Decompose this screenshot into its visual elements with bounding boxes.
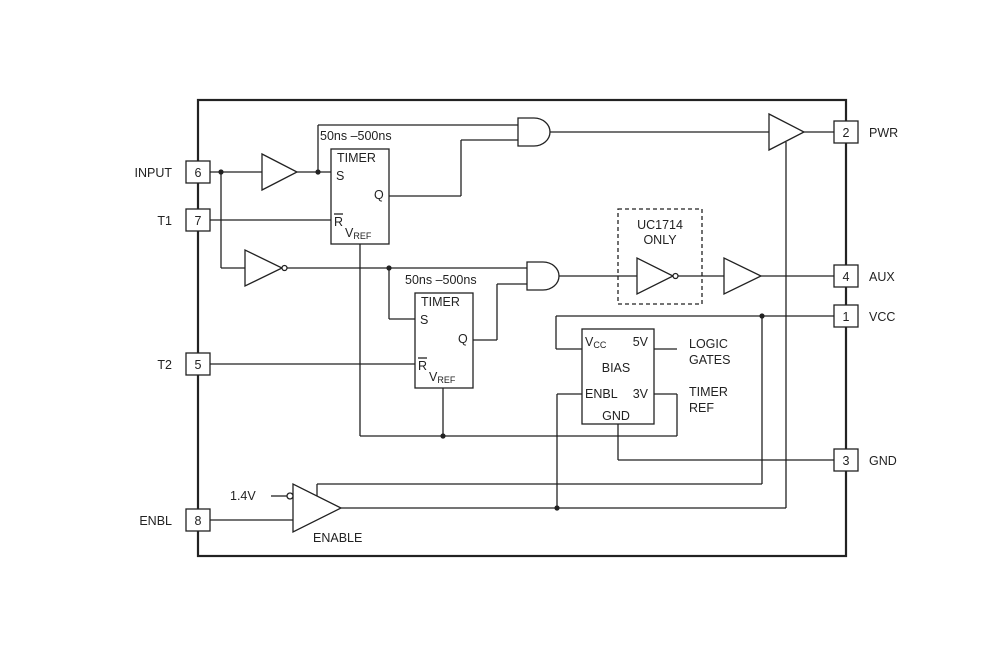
junction-dots	[218, 169, 765, 511]
logic-gates-label-1: LOGIC	[689, 337, 728, 351]
pwr-driver	[768, 112, 806, 152]
pin-vcc: 1 VCC	[833, 304, 895, 328]
timer-title: TIMER	[421, 295, 460, 309]
wires	[210, 124, 834, 521]
bias-block: VCC 5V BIAS ENBL 3V GND	[581, 328, 655, 425]
bias-vcc-label: VCC	[585, 335, 607, 350]
timer-q-output: Q	[458, 332, 468, 346]
pin-enbl: 8 ENBL	[139, 508, 211, 532]
pin-number: 6	[195, 166, 202, 180]
timer-s-input: S	[336, 169, 344, 183]
pin-label: VCC	[869, 310, 895, 324]
bias-enbl-label: ENBL	[585, 387, 618, 401]
pin-t1: 7 T1	[157, 208, 211, 232]
pin-label: GND	[869, 454, 897, 468]
junction-dot	[554, 505, 560, 511]
pin-label: T2	[157, 358, 172, 372]
junction-dot	[315, 169, 321, 175]
pin-number: 5	[195, 358, 202, 372]
timer-1: 50ns –500ns TIMER S Q R VREF	[320, 129, 392, 245]
timer-ref-label-1: TIMER	[689, 385, 728, 399]
pin-aux: 4 AUX	[833, 264, 895, 288]
timer-range-label: 50ns –500ns	[405, 273, 477, 287]
enable-comparator	[286, 482, 343, 534]
option-inverter	[636, 256, 679, 296]
pin-number: 1	[843, 310, 850, 324]
pin-t2: 5 T2	[157, 352, 211, 376]
pin-label: ENBL	[139, 514, 172, 528]
timer-ref-label-2: REF	[689, 401, 714, 415]
pin-label: AUX	[869, 270, 895, 284]
pin-number: 8	[195, 514, 202, 528]
bias-5v-label: 5V	[633, 335, 649, 349]
timer-r-input: R	[418, 359, 427, 373]
junction-dot	[386, 265, 392, 271]
junction-dot	[218, 169, 224, 175]
timer-range-label: 50ns –500ns	[320, 129, 392, 143]
pin-label: INPUT	[135, 166, 173, 180]
uc1714-option-box: UC1714 ONLY	[617, 208, 703, 305]
enable-label: ENABLE	[313, 531, 362, 545]
input-inverter	[244, 248, 288, 288]
option-line-2: ONLY	[643, 233, 677, 247]
timer-vref: VREF	[345, 226, 372, 241]
ic-package-outline	[196, 98, 848, 558]
aux-driver	[723, 256, 763, 296]
logic-gates-label-2: GATES	[689, 353, 730, 367]
junction-dot	[759, 313, 765, 319]
input-buffer	[261, 152, 299, 192]
bias-gnd-label: GND	[602, 409, 630, 423]
pin-gnd: 3 GND	[833, 448, 897, 472]
and-gate-pwr	[517, 117, 551, 147]
pin-number: 4	[843, 270, 850, 284]
pin-number: 7	[195, 214, 202, 228]
timer-s-input: S	[420, 313, 428, 327]
timer-title: TIMER	[337, 151, 376, 165]
junction-dot	[440, 433, 446, 439]
pin-number: 2	[843, 126, 850, 140]
pin-label: PWR	[869, 126, 898, 140]
bias-3v-label: 3V	[633, 387, 649, 401]
timer-2: 50ns –500ns TIMER S Q R VREF	[405, 273, 477, 389]
pin-label: T1	[157, 214, 172, 228]
timer-r-input: R	[334, 215, 343, 229]
pin-input: 6 INPUT	[135, 160, 211, 184]
pin-number: 3	[843, 454, 850, 468]
pin-pwr: 2 PWR	[833, 120, 898, 144]
timer-q-output: Q	[374, 188, 384, 202]
timer-vref: VREF	[429, 370, 456, 385]
option-line-1: UC1714	[637, 218, 683, 232]
and-gate-aux	[526, 261, 560, 291]
enable-reference-voltage: 1.4V	[230, 489, 256, 503]
bias-title: BIAS	[602, 361, 631, 375]
